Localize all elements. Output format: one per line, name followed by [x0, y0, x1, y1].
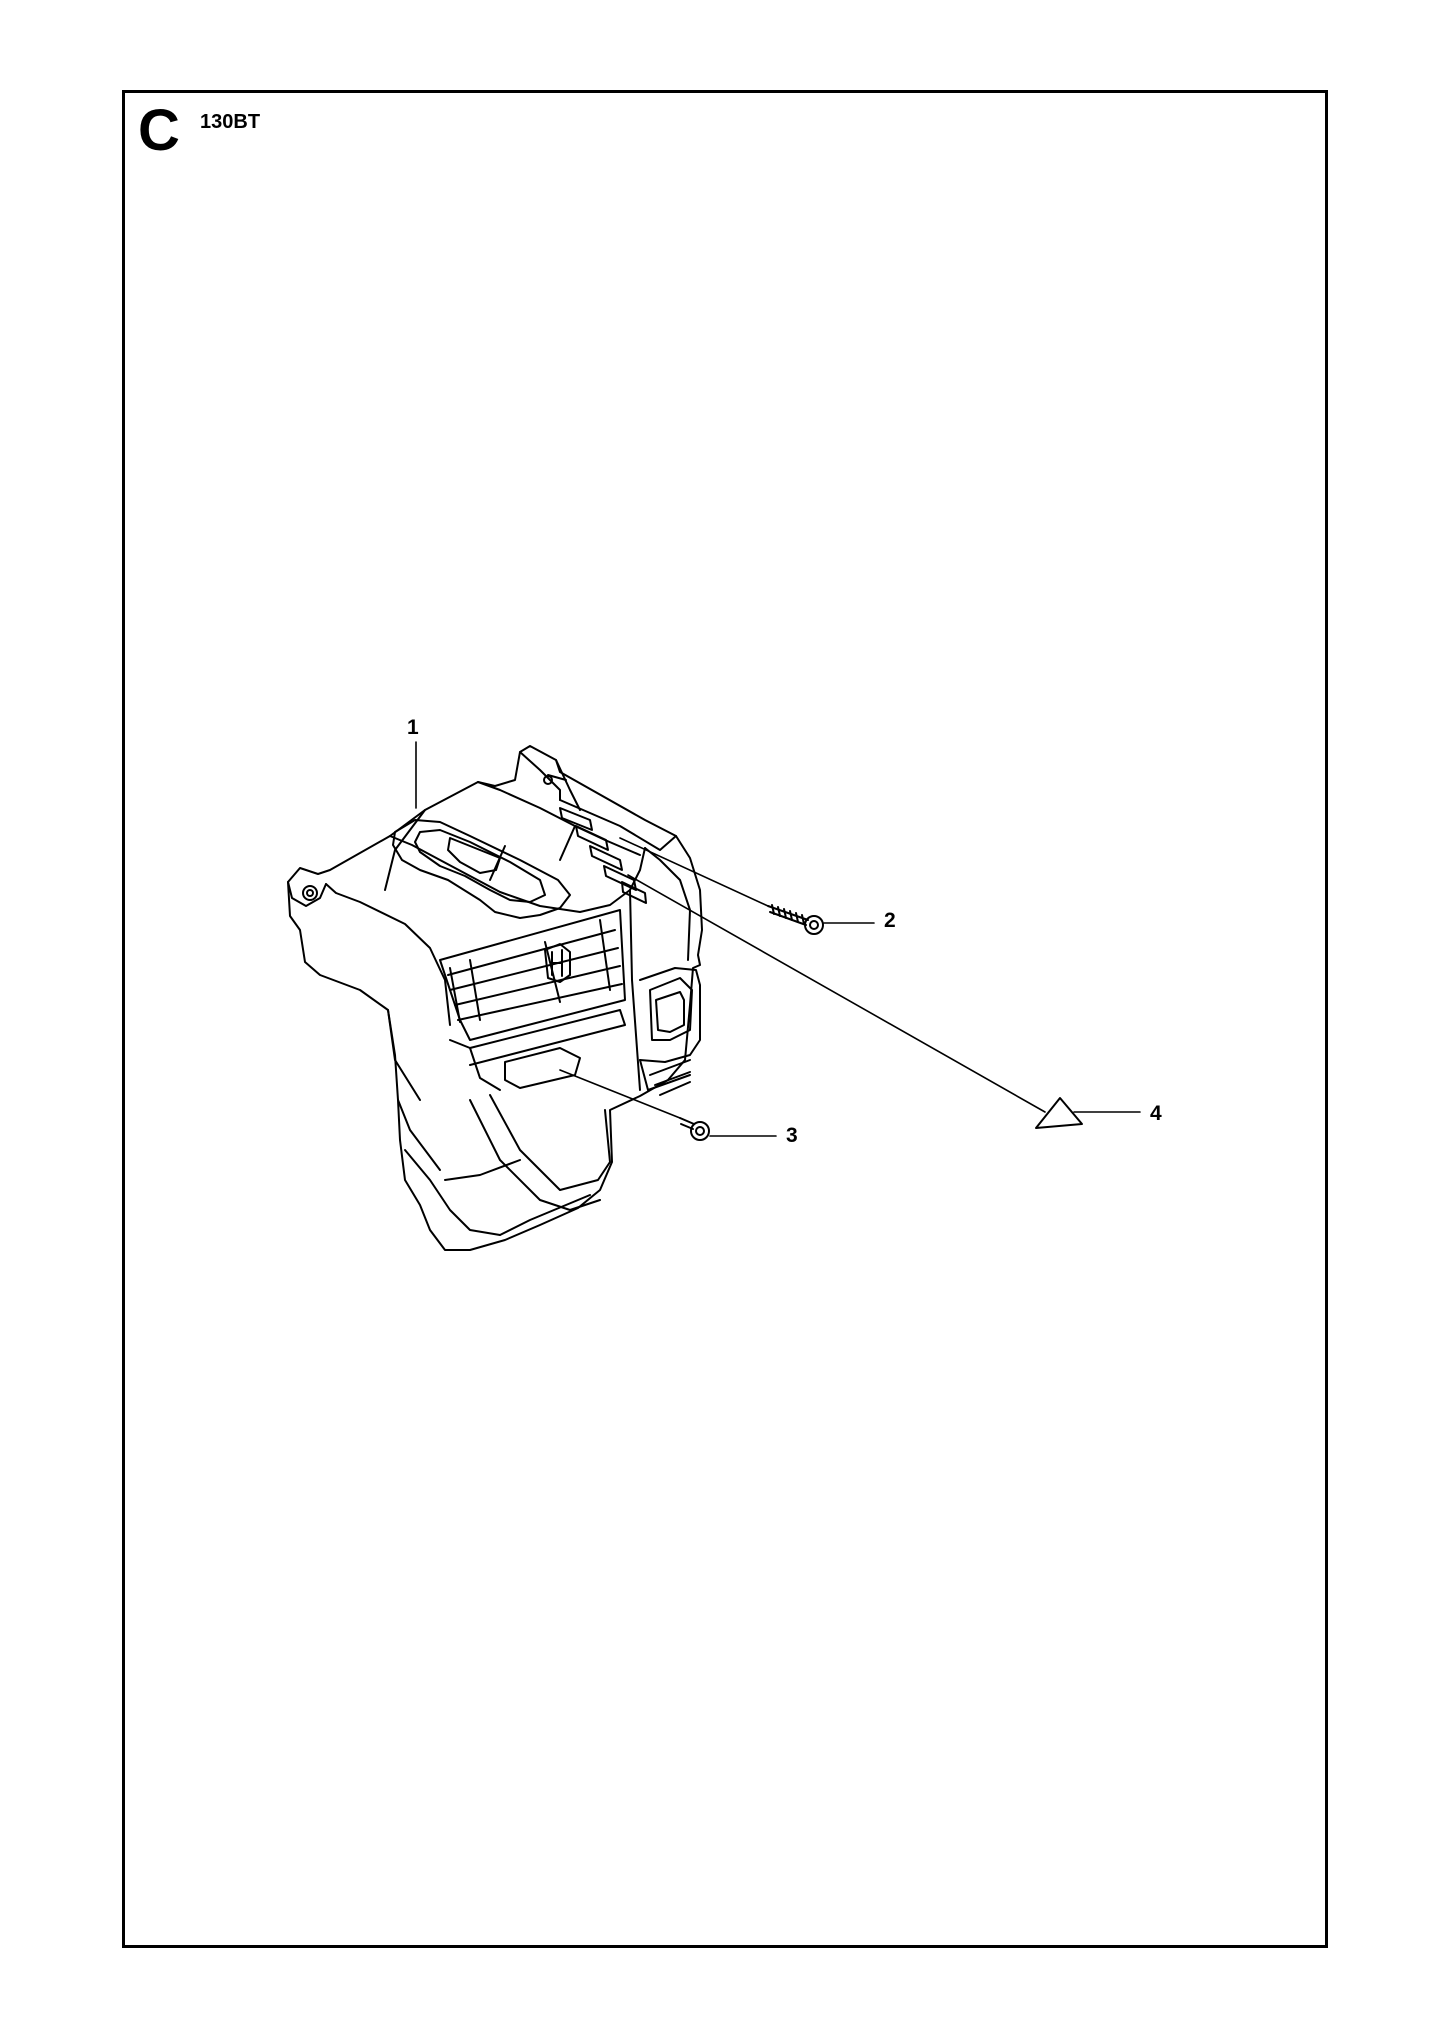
callout-2: 2: [884, 909, 896, 932]
leader-line-screw-2: [619, 837, 769, 907]
cylinder-cover-part: [287, 745, 703, 1251]
leader-line-decal: [627, 874, 1046, 1113]
callout-3: 3: [786, 1124, 798, 1147]
page-border: [122, 90, 1328, 1948]
callout-4: 4: [1150, 1102, 1162, 1125]
leader-lines: [415, 741, 1141, 1137]
screw-short-part: [679, 1117, 710, 1141]
leader-line-screw-3: [559, 1069, 681, 1119]
section-letter: C: [138, 98, 180, 163]
screw-long-part: [767, 904, 824, 935]
callout-1: 1: [407, 716, 419, 739]
decal-triangle-part: [1035, 1097, 1083, 1129]
model-number: 130BT: [200, 111, 261, 133]
